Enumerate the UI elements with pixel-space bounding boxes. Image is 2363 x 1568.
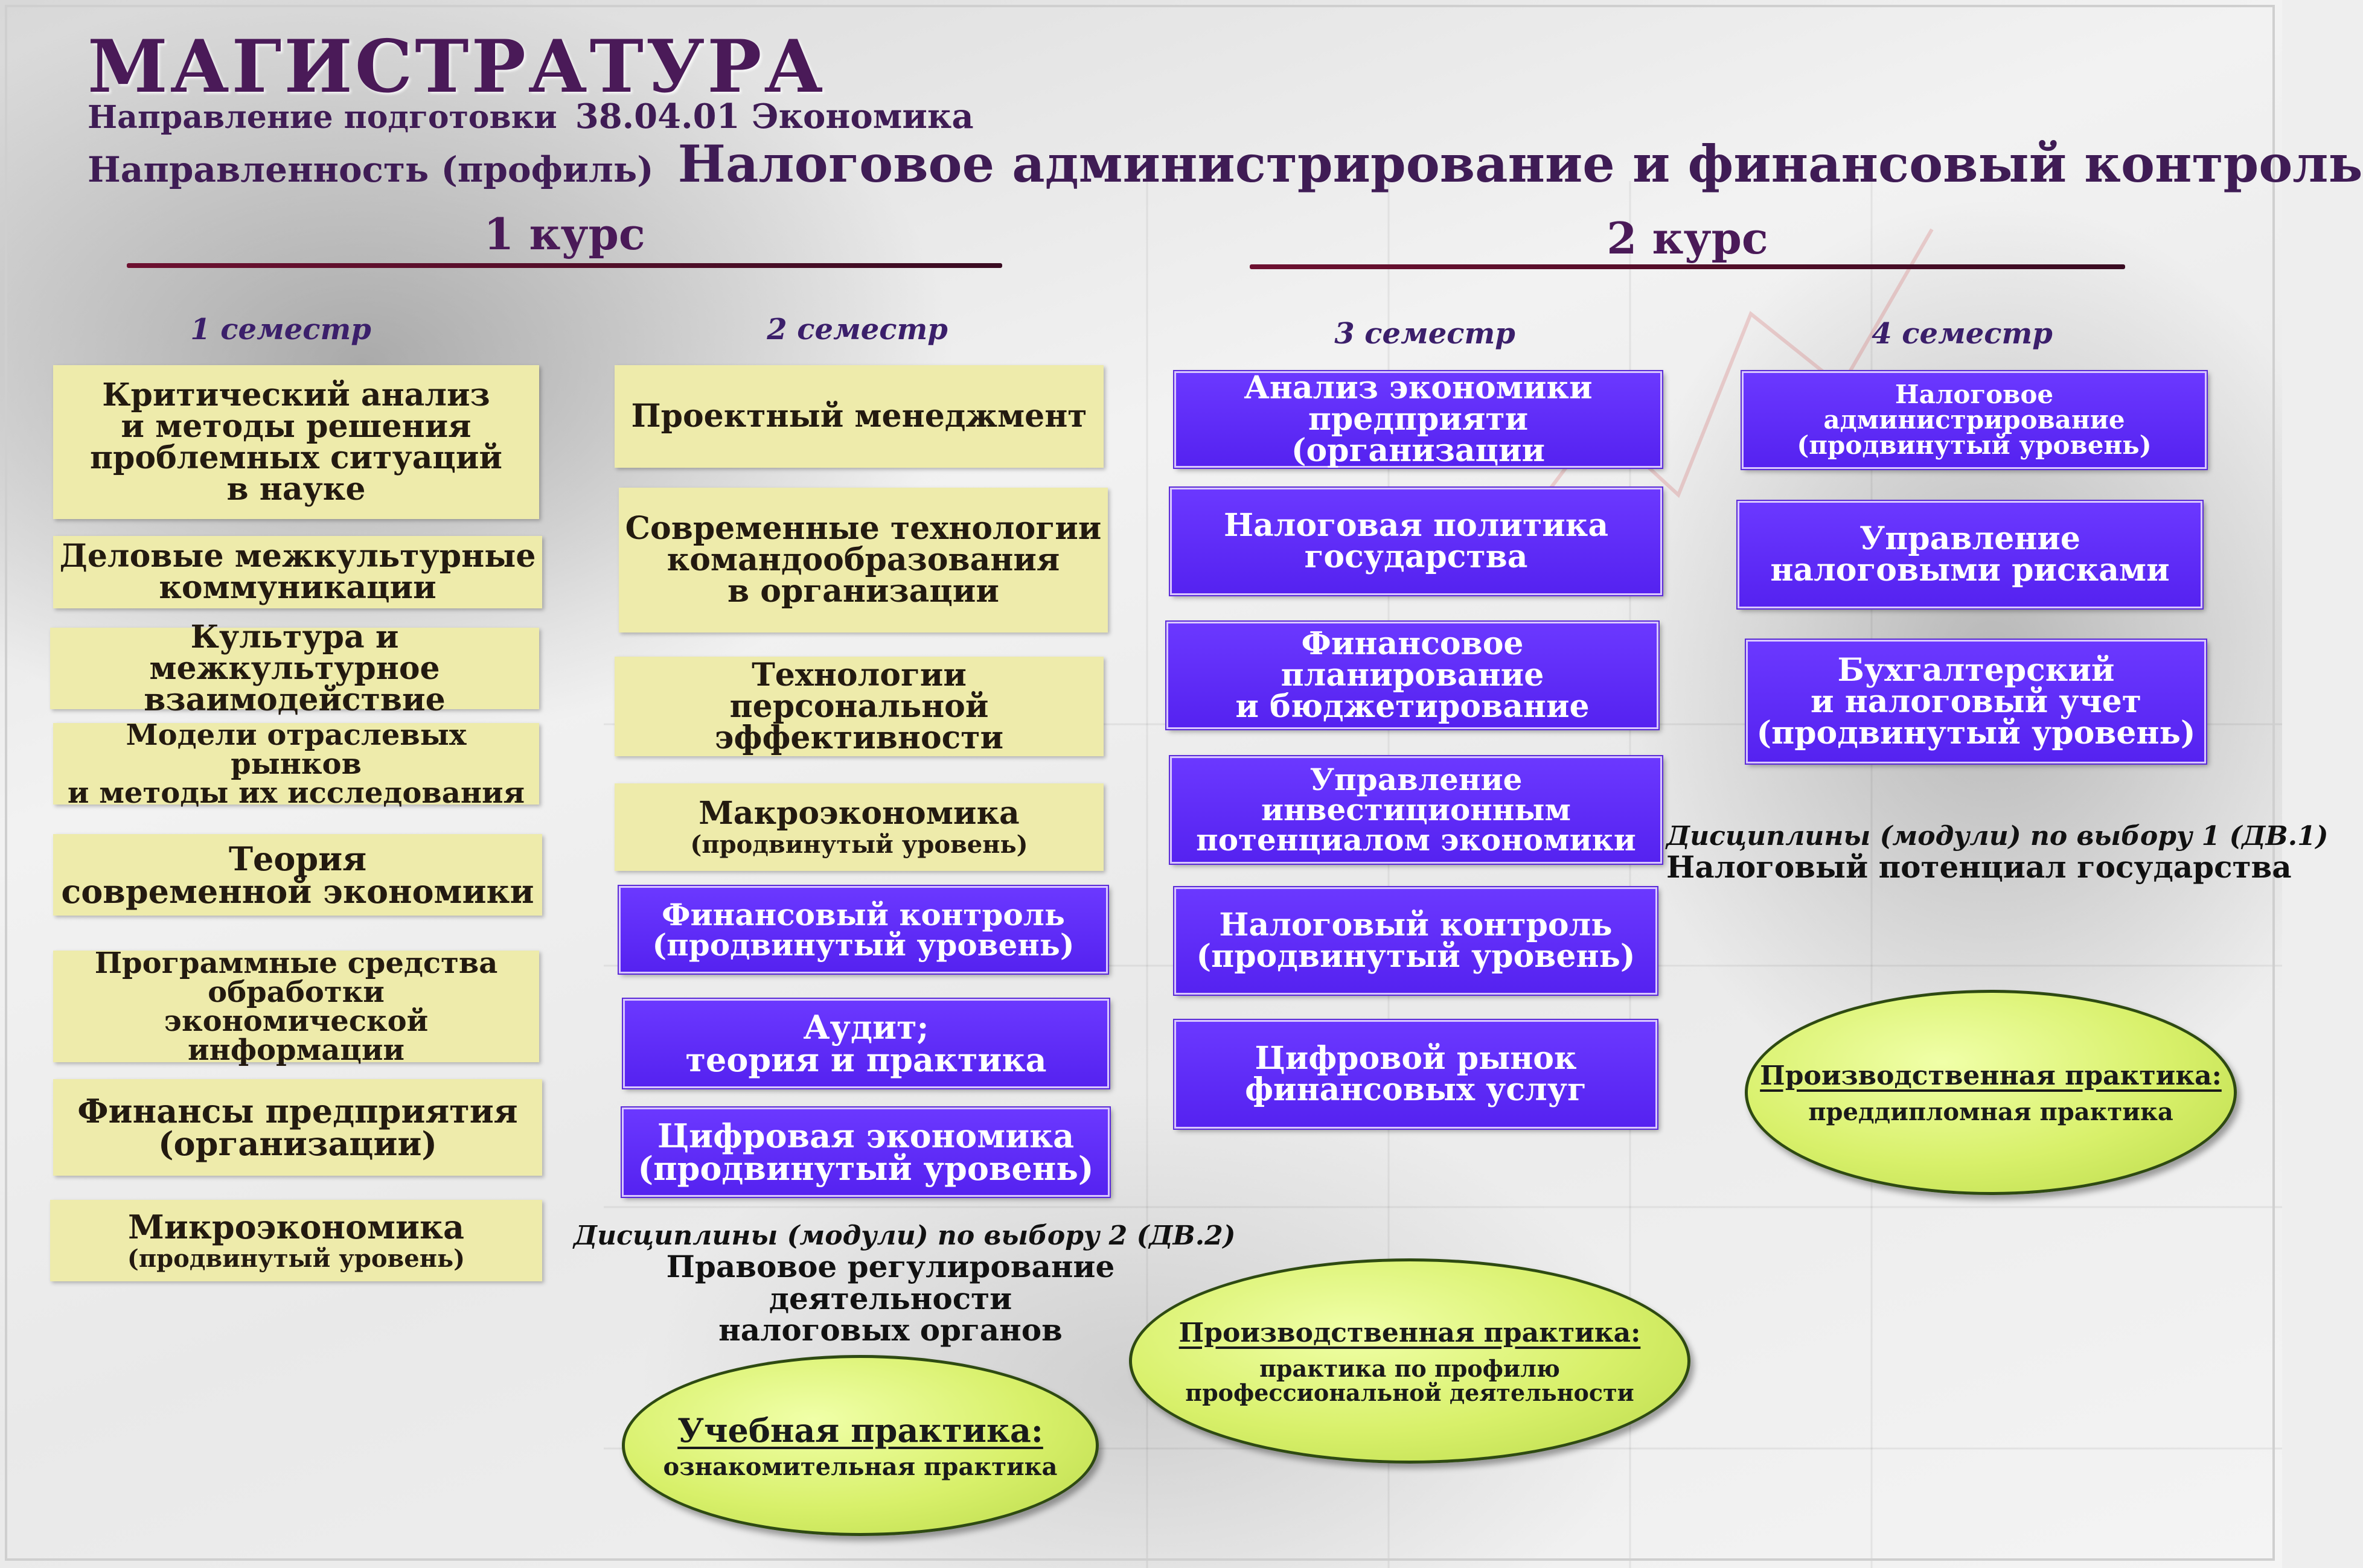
sem1-modern-economics-theory: Теория современной экономики	[53, 834, 542, 916]
sem3-tax-policy: Налоговая политика государства	[1170, 488, 1662, 595]
practice-production-prediploma-name: преддипломная практика	[1808, 1097, 2173, 1126]
course-2-rule	[1250, 264, 2125, 269]
page-title: МАГИСТРАТУРА	[88, 24, 826, 109]
sem3-enterprise-analysis: Анализ экономики предприяти (организации	[1174, 371, 1662, 468]
profile-label: Направленность (профиль)	[88, 149, 654, 190]
direction-value: 38.04.01 Экономика	[575, 97, 974, 136]
course-1-rule	[127, 263, 1002, 268]
elective-dv1: Дисциплины (модули) по выбору 1 (ДВ.1) Н…	[1666, 821, 2329, 885]
sem2-audit: Аудит; теория и практика	[623, 999, 1109, 1088]
direction-line: Направление подготовки 38.04.01 Экономика	[88, 97, 974, 136]
sem3-financial-planning: Финансовое планирование и бюджетирование	[1166, 622, 1658, 729]
sem2-team-building: Современные технологии командообразовани…	[619, 488, 1108, 633]
sem1-industry-market-models: Модели отраслевых рынков и методы их исс…	[53, 721, 539, 808]
sem2-financial-control: Финансовый контроль (продвинутый уровень…	[619, 886, 1108, 974]
sem4-tax-risks: Управление налоговыми рисками	[1738, 501, 2202, 608]
practice-study-name: ознакомительная практика	[663, 1453, 1058, 1481]
semester-1-heading: 1 семестр	[190, 313, 371, 346]
sem1-intercultural-interaction: Культура и межкультурное взаимодействие	[50, 621, 539, 715]
profile-value: Налоговое администрирование и финансовый…	[677, 134, 2363, 194]
elective-dv2: Дисциплины (модули) по выбору 2 (ДВ.2) П…	[574, 1220, 1236, 1348]
practice-production-profile: Производственная практика: практика по п…	[1129, 1258, 1690, 1464]
sem3-digital-financial-market: Цифровой рынок финансовых услуг	[1174, 1020, 1657, 1129]
semester-2-heading: 2 семестр	[767, 313, 948, 346]
practice-study-heading: Учебная практика:	[677, 1411, 1043, 1450]
practice-production-profile-name: практика по профилю профессиональной дея…	[1185, 1354, 1634, 1406]
sem4-accounting: Бухгалтерский и налоговый учет (продвину…	[1746, 640, 2206, 763]
sem1-business-communications: Деловые межкультурные коммуникации	[53, 536, 542, 608]
course-2-heading: 2 курс	[1607, 212, 1768, 264]
sem4-tax-administration: Налоговое администрирование (продвинутый…	[1742, 371, 2207, 469]
sem3-investment-potential: Управление инвестиционным потенциалом эк…	[1170, 756, 1662, 864]
elective-dv2-name: Правовое регулирование деятельности нало…	[666, 1249, 1115, 1348]
profile-line: Направленность (профиль) Налоговое админи…	[88, 134, 2363, 194]
elective-dv2-heading: Дисциплины (модули) по выбору 2 (ДВ.2)	[574, 1220, 1236, 1251]
practice-production-prediploma-heading: Производственная практика:	[1760, 1060, 2222, 1091]
sem2-project-management: Проектный менеджмент	[615, 365, 1104, 468]
semester-3-heading: 3 семестр	[1334, 317, 1515, 351]
sem2-macroeconomics: Макроэкономика(продвинутый уровень)	[615, 783, 1104, 871]
sem2-personal-effectiveness: Технологии персональной эффективности	[615, 657, 1104, 756]
direction-label: Направление подготовки	[88, 99, 557, 136]
sem1-enterprise-finance: Финансы предприятия (организации)	[53, 1079, 542, 1176]
elective-dv1-name: Налоговый потенциал государства	[1666, 849, 2292, 885]
course-1-heading: 1 курс	[484, 208, 645, 260]
page-frame	[5, 5, 2275, 1561]
sem2-digital-economy: Цифровая экономика (продвинутый уровень)	[622, 1107, 1110, 1197]
practice-production-profile-heading: Производственная практика:	[1178, 1317, 1641, 1348]
sem1-economic-software: Программные средства обработки экономиче…	[53, 949, 539, 1065]
practice-study: Учебная практика: ознакомительная практи…	[622, 1355, 1099, 1536]
practice-production-prediploma: Производственная практика: преддипломная…	[1745, 990, 2237, 1195]
elective-dv1-heading: Дисциплины (модули) по выбору 1 (ДВ.1)	[1666, 821, 2329, 852]
sem3-tax-control: Налоговый контроль (продвинутый уровень)	[1174, 887, 1657, 995]
semester-4-heading: 4 семестр	[1872, 317, 2053, 351]
sem1-microeconomics: Микроэкономика(продвинутый уровень)	[50, 1200, 542, 1281]
sem1-critical-analysis: Критический анализ и методы решения проб…	[53, 365, 539, 519]
